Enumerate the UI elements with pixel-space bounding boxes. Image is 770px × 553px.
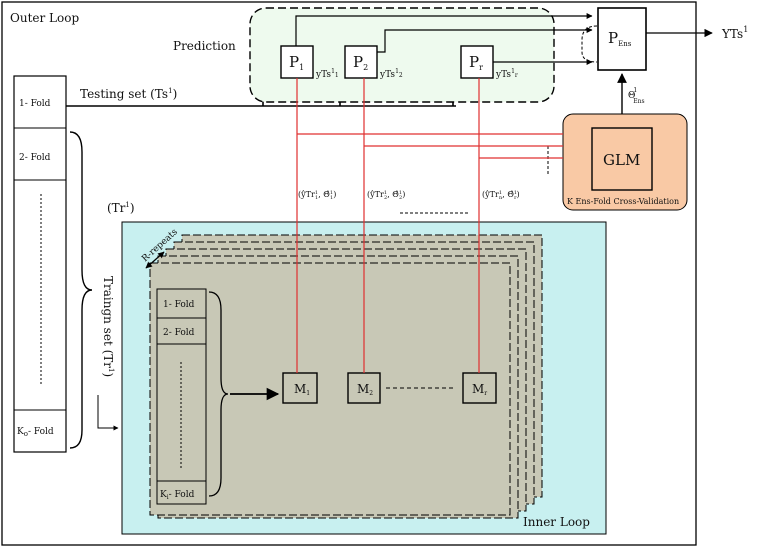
inner-fold-column: 1- Fold 2- Fold Ki- Fold — [156, 288, 207, 505]
outer-brace — [69, 131, 93, 449]
outer-fold-2: 2- Fold — [19, 153, 51, 163]
inner-fold-2: 2- Fold — [163, 328, 195, 338]
svg-text:M2: M2 — [357, 382, 373, 397]
testing-set-label: Testing set (Ts1) — [80, 87, 177, 101]
outer-fold-1: 1- Fold — [19, 99, 51, 109]
inner-fold-1: 1- Fold — [163, 300, 195, 310]
model-m2: M2 — [347, 372, 381, 404]
inner-fold-k: Ki- Fold — [160, 490, 195, 501]
repeat-sheets — [149, 234, 543, 519]
tr-label: (Tr1) — [107, 201, 135, 215]
p2-to-ens — [377, 27, 593, 53]
ens-glm-dashed — [581, 25, 598, 63]
glm-caption: K Ens-Fold Cross-Validation — [567, 197, 679, 206]
repeats-arrow — [145, 251, 165, 269]
outer-fold-column: 1- Fold 2- Fold Ko- Fold — [13, 75, 67, 453]
svg-text:P2: P2 — [353, 53, 368, 72]
p1-output: yTs11 — [315, 68, 339, 80]
repeat-sheet-front — [149, 262, 511, 516]
svg-text:M1: M1 — [294, 382, 310, 397]
predictor-pr: Pr yTs1r — [460, 45, 518, 80]
svg-text:Mr: Mr — [472, 382, 487, 397]
svg-text:P1: P1 — [289, 53, 304, 72]
p2-output: yTs12 — [379, 68, 403, 80]
training-set-label: Traingn set (Tr1) — [101, 276, 115, 377]
predictor-p2: P2 yTs12 — [344, 45, 403, 80]
prediction-title: Prediction — [173, 39, 236, 53]
red-links — [296, 78, 563, 373]
outer-fold-k: Ko- Fold — [17, 427, 54, 438]
ensemble-box: PEns — [597, 7, 647, 71]
glm-box: GLM K Ens-Fold Cross-Validation — [562, 113, 688, 211]
svg-text:GLM: GLM — [603, 151, 640, 169]
svg-text:Pr: Pr — [469, 53, 483, 72]
model-mr: Mr — [462, 372, 497, 404]
pr-output: yTs1r — [495, 68, 518, 80]
training-arrow — [97, 395, 119, 431]
inner-loop-title: Inner Loop — [523, 515, 590, 529]
svg-text:PEns: PEns — [608, 29, 632, 48]
ensemble-output: YTs1 — [721, 25, 748, 41]
inner-brace — [208, 291, 229, 497]
predictor-p1: P1 yTs11 — [280, 45, 339, 80]
model-m1: M1 — [282, 372, 318, 404]
p1-to-ens — [295, 13, 593, 46]
outer-loop-title: Outer Loop — [10, 11, 79, 25]
